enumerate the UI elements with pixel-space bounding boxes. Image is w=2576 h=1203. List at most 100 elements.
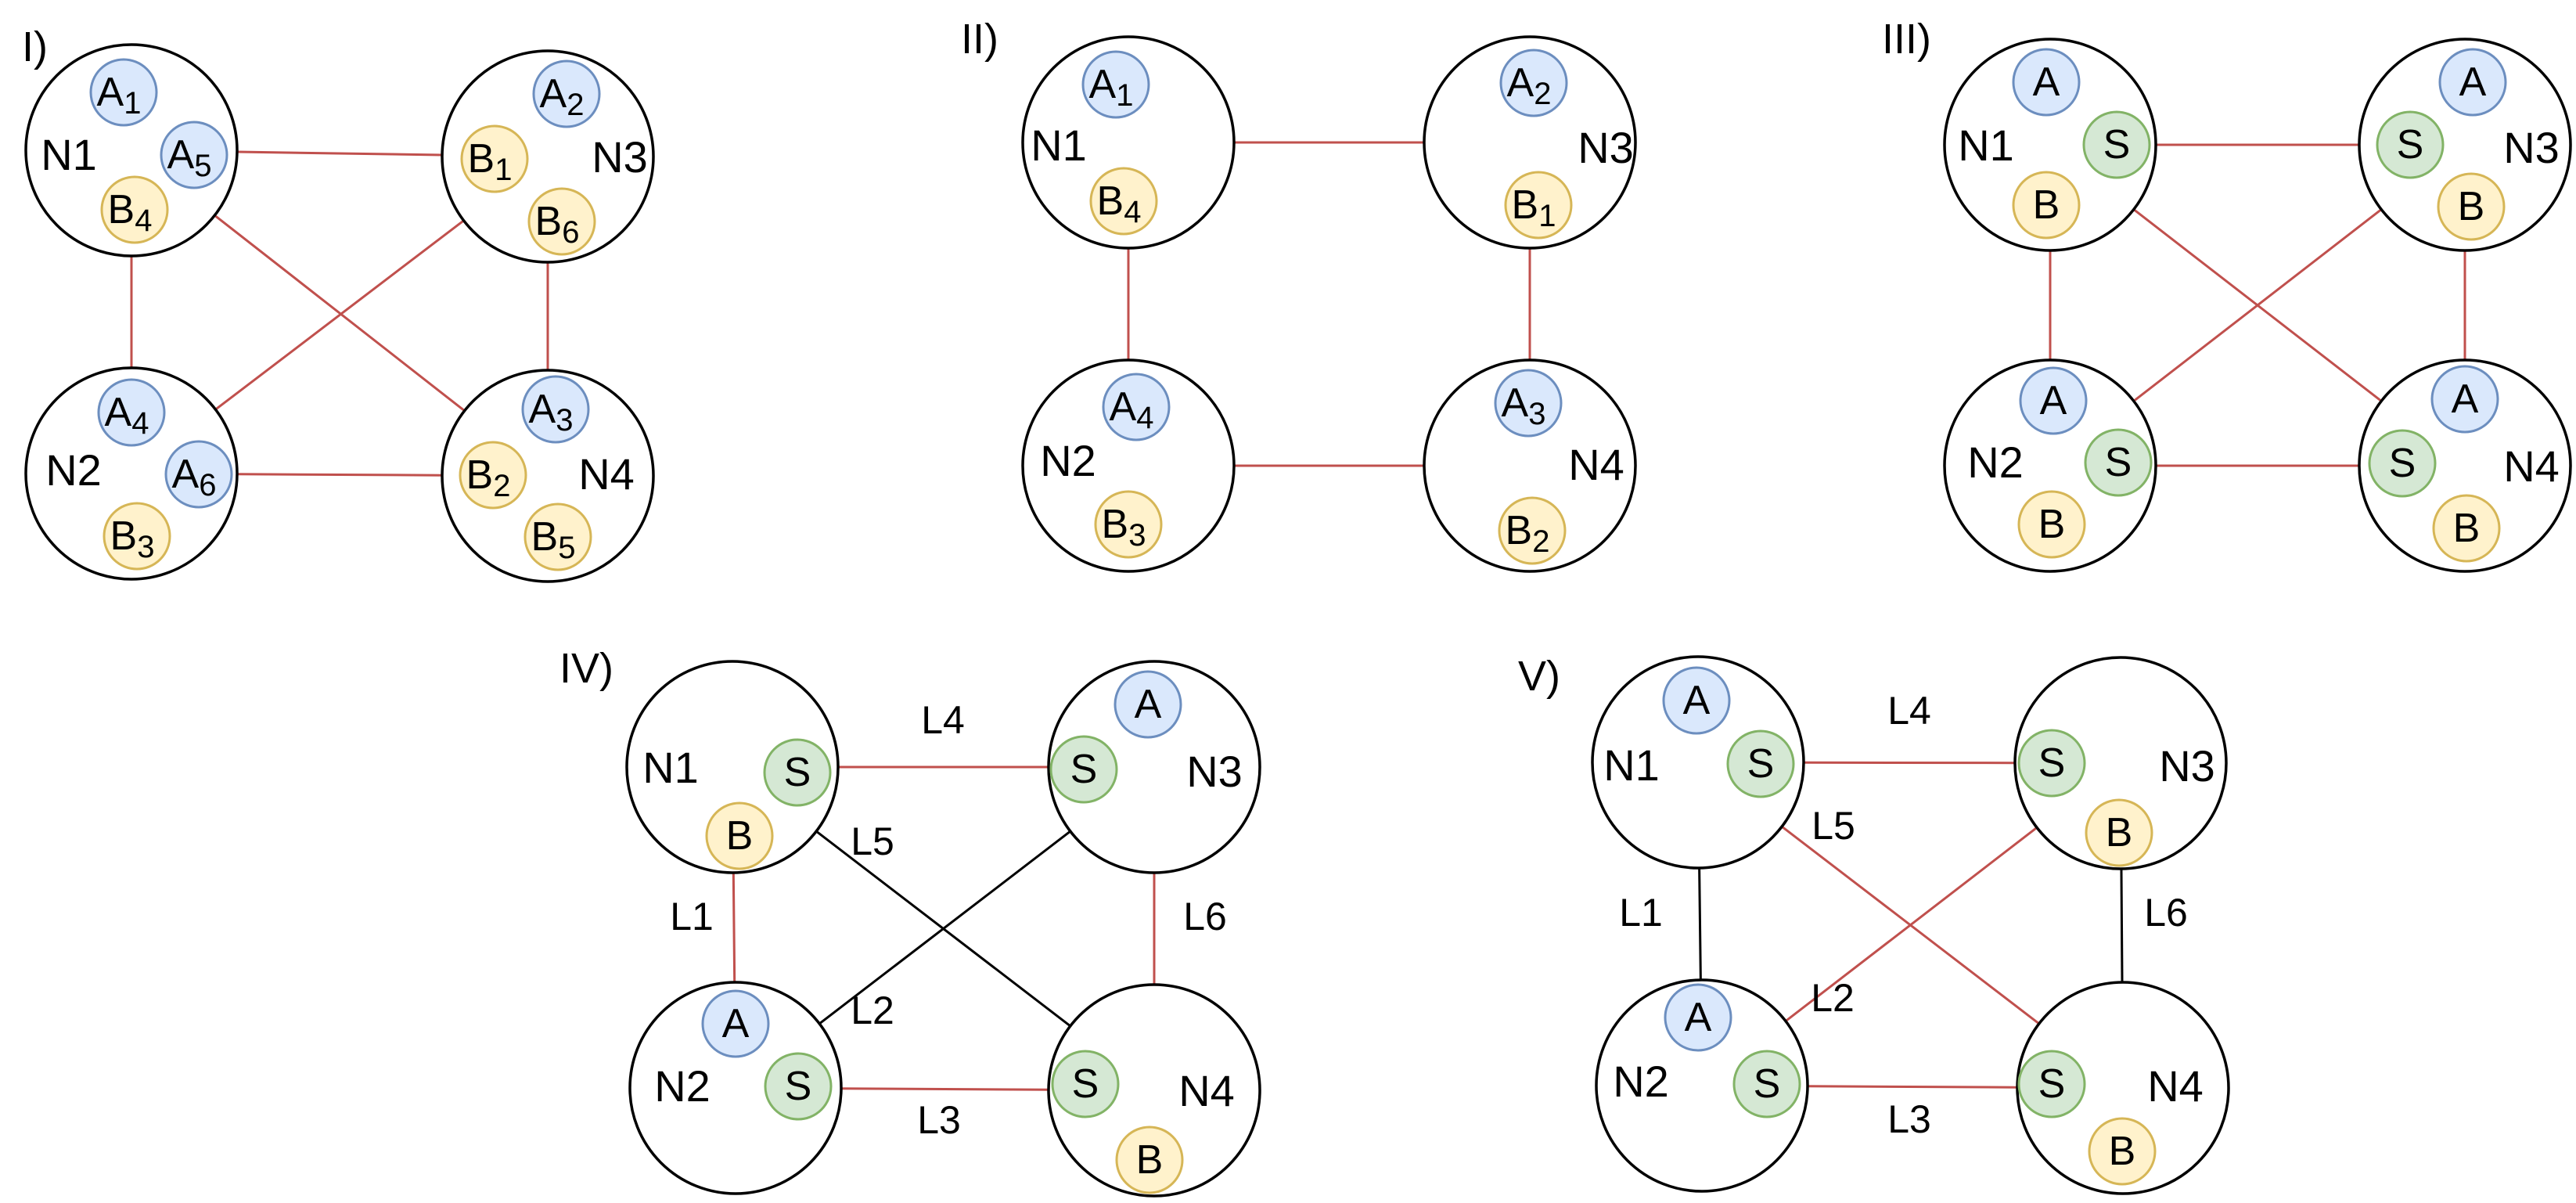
service-circle xyxy=(2088,1117,2157,1186)
link-n3-n2 xyxy=(818,830,1071,1025)
service-circle xyxy=(1498,496,1567,565)
service-label: A1 xyxy=(1089,62,1134,113)
service-label: B1 xyxy=(1512,182,1556,233)
service-circle xyxy=(1114,670,1182,739)
service-a: A xyxy=(2438,48,2507,117)
service-circle xyxy=(103,502,171,571)
service-a: A xyxy=(2012,48,2081,117)
service-b5: B5 xyxy=(523,502,592,571)
link-n2-n4 xyxy=(1807,1085,2018,1089)
link-label-l2: L2 xyxy=(851,989,894,1032)
node-label: N2 xyxy=(1967,438,2024,487)
node-label: N4 xyxy=(578,449,635,499)
service-b2: B2 xyxy=(459,441,527,510)
node-circle xyxy=(1423,358,1637,573)
service-s: S xyxy=(1051,1050,1120,1118)
service-circle xyxy=(2019,366,2088,435)
node-label: N1 xyxy=(41,130,97,179)
service-label: A3 xyxy=(1502,380,1546,431)
service-label: B2 xyxy=(466,452,511,503)
service-circle xyxy=(2432,494,2501,563)
service-label: A xyxy=(2033,59,2060,105)
service-circle xyxy=(1494,369,1563,438)
node-circle xyxy=(441,369,655,583)
service-label: S xyxy=(1754,1061,1781,1107)
service-circle xyxy=(2082,110,2151,179)
service-label: B1 xyxy=(468,136,513,187)
service-circle xyxy=(705,801,774,870)
node-label: N1 xyxy=(1031,121,1087,170)
service-label: B xyxy=(2458,184,2485,229)
service-circle xyxy=(1081,50,1150,119)
service-a5: A5 xyxy=(160,121,228,189)
service-circle xyxy=(2017,490,2086,559)
links xyxy=(1127,141,1531,467)
node-label: N3 xyxy=(1186,747,1243,796)
service-label: S xyxy=(2103,122,2131,167)
service-label: S xyxy=(2038,1061,2066,1107)
service-label: S xyxy=(785,1064,812,1109)
node-circle xyxy=(24,366,239,581)
link-label-l1: L1 xyxy=(1619,891,1663,935)
service-label: S xyxy=(784,750,811,795)
node-circle xyxy=(1591,655,1805,870)
node-label: N2 xyxy=(1040,436,1096,485)
link-n1-n3 xyxy=(236,150,443,157)
service-circle xyxy=(160,121,228,189)
service-label: B2 xyxy=(1506,508,1550,559)
service-s: S xyxy=(763,738,832,807)
link-n2-n4 xyxy=(236,473,443,477)
service-circle xyxy=(1094,490,1163,559)
service-a3: A3 xyxy=(1494,369,1563,438)
service-label: A2 xyxy=(540,71,585,122)
service-circle xyxy=(764,1052,833,1121)
link-label-l2: L2 xyxy=(1811,976,1855,1020)
link-n2-n4 xyxy=(840,1087,1049,1091)
node-circle xyxy=(625,660,840,874)
service-label: A xyxy=(2452,376,2479,422)
service-b: B xyxy=(705,801,774,870)
node-circle xyxy=(2358,38,2572,252)
service-circle xyxy=(1504,171,1573,240)
service-a: A xyxy=(2430,365,2499,434)
node-label: N3 xyxy=(592,132,648,182)
service-label: B3 xyxy=(1102,502,1146,553)
service-label: A xyxy=(2040,378,2067,423)
link-label-l5: L5 xyxy=(851,819,894,863)
service-label: S xyxy=(1072,1061,1099,1107)
service-a1: A1 xyxy=(1081,50,1150,119)
service-circle xyxy=(2437,172,2506,241)
service-circle xyxy=(2084,428,2153,497)
service-b: B xyxy=(2432,494,2501,563)
service-circle xyxy=(1499,49,1568,117)
service-b: B xyxy=(2437,172,2506,241)
link-label-l5: L5 xyxy=(1811,804,1855,848)
service-label: A xyxy=(1135,682,1162,727)
node-label: N2 xyxy=(1613,1057,1669,1106)
service-circle xyxy=(97,378,166,447)
service-circle xyxy=(2368,429,2437,498)
service-circle xyxy=(459,441,527,510)
service-b: B xyxy=(2017,490,2086,559)
panel-label: V) xyxy=(1518,653,1560,700)
service-label: S xyxy=(1747,741,1775,787)
service-circle xyxy=(100,175,169,244)
service-b3: B3 xyxy=(103,502,171,571)
node-circle xyxy=(1047,983,1261,1198)
service-s: S xyxy=(2017,1050,2086,1118)
service-label: B xyxy=(2033,182,2060,228)
service-label: A xyxy=(1685,995,1712,1040)
service-label: B6 xyxy=(535,199,580,250)
link-n1-n4 xyxy=(214,214,466,412)
service-label: A xyxy=(722,1001,750,1046)
service-label: S xyxy=(2105,440,2132,485)
